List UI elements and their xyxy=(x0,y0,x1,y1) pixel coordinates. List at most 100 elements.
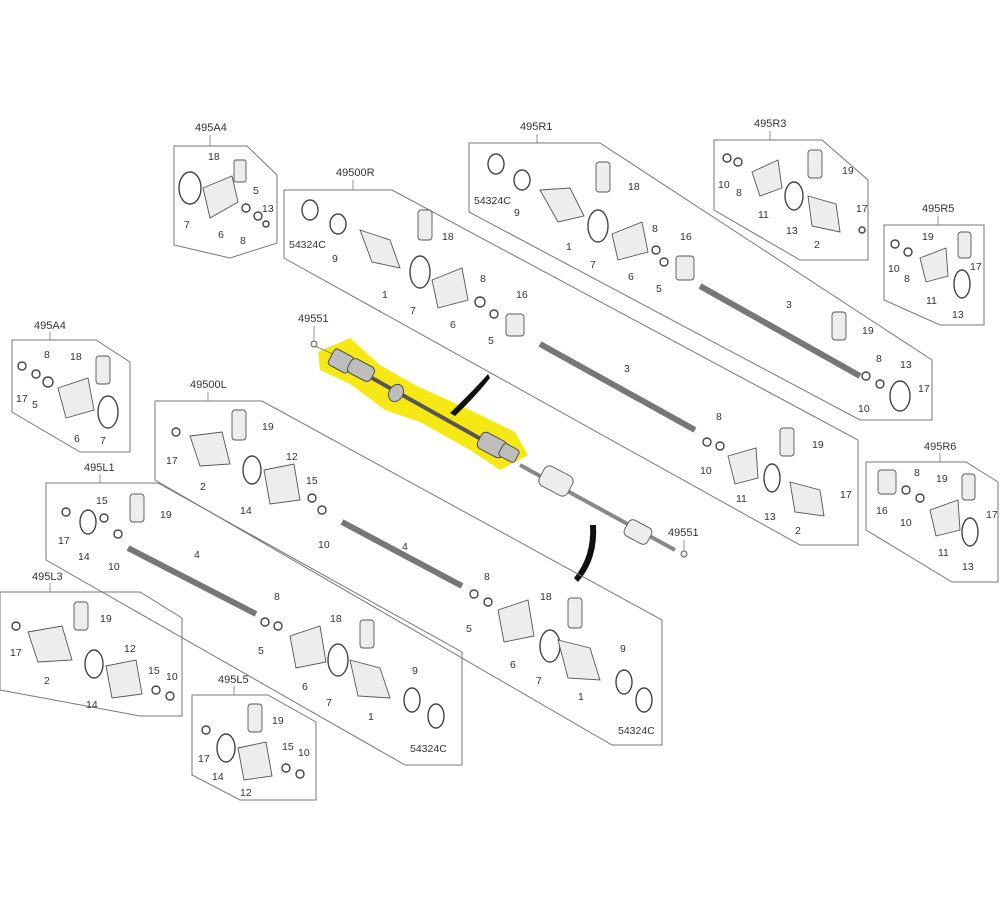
callout-label: 10 xyxy=(900,517,912,529)
callout-label: 7 xyxy=(184,219,190,231)
group-panel xyxy=(0,591,183,717)
group-495R3[interactable]: 495R3 10 8 19 11 13 2 17 xyxy=(713,118,869,261)
group-495L3[interactable]: 495L3 19 17 2 12 14 15 10 xyxy=(0,571,183,717)
callout-label: 18 xyxy=(330,613,342,625)
part-boot xyxy=(431,267,469,309)
part-grease xyxy=(417,209,433,241)
callout-label: 17 xyxy=(970,261,982,273)
group-495R6[interactable]: 495R6 16 8 19 10 11 13 17 xyxy=(865,441,999,583)
callout-label: 8 xyxy=(44,349,50,361)
group-49500R[interactable]: 49500R 54324C 9 1 18 7 6 8 5 16 3 8 10 1… xyxy=(283,167,859,546)
callout-label: 13 xyxy=(262,203,274,215)
callout-label: 1 xyxy=(578,691,584,703)
callout-label: 6 xyxy=(628,271,634,283)
callout-code: 49551 xyxy=(298,313,329,325)
highlighted-drive-shaft[interactable] xyxy=(314,338,528,470)
complete-shaft-assembly[interactable] xyxy=(519,463,688,558)
group-code: 495A4 xyxy=(34,320,66,332)
callout-label: 13 xyxy=(786,225,798,237)
callout-label: 54324C xyxy=(618,725,655,737)
callout-label: 19 xyxy=(160,509,172,521)
callout-label: 1 xyxy=(368,711,374,723)
callout-label: 19 xyxy=(100,613,112,625)
group-495R1[interactable]: 495R1 54324C 9 18 1 7 6 8 5 16 3 19 8 10… xyxy=(468,121,933,421)
callout-label: 14 xyxy=(86,699,98,711)
pointer-arrow-upper xyxy=(450,374,490,416)
callout-label: 15 xyxy=(306,475,318,487)
damper xyxy=(388,383,404,403)
group-panel xyxy=(154,400,663,746)
callout-label: 6 xyxy=(218,229,224,241)
callout-code: 49551 xyxy=(668,527,699,539)
callout-label: 11 xyxy=(926,295,937,307)
callout-label: 18 xyxy=(628,181,640,193)
group-panel xyxy=(45,482,463,766)
callout-label: 6 xyxy=(302,681,308,693)
callout-label: 16 xyxy=(516,289,528,301)
callout-label: 18 xyxy=(540,591,552,603)
callout-label: 1 xyxy=(382,289,388,301)
group-495A4-top[interactable]: 495A4 18 5 7 6 8 13 xyxy=(173,122,278,259)
callout-label: 2 xyxy=(44,675,50,687)
callout-label: 19 xyxy=(812,439,824,451)
callout-49551-upper[interactable]: 49551 xyxy=(298,313,329,348)
callout-label: 16 xyxy=(680,231,692,243)
callout-label: 13 xyxy=(900,359,912,371)
callout-label: 8 xyxy=(484,571,490,583)
callout-label: 13 xyxy=(952,309,964,321)
callout-label: 10 xyxy=(700,465,712,477)
callout-label: 14 xyxy=(240,505,252,517)
callout-label: 2 xyxy=(814,239,820,251)
callout-label: 11 xyxy=(736,493,747,505)
group-code: 495R5 xyxy=(922,203,954,215)
callout-label: 15 xyxy=(96,495,108,507)
callout-label: 5 xyxy=(253,185,259,197)
callout-label: 10 xyxy=(318,539,330,551)
callout-label: 8 xyxy=(904,273,910,285)
callout-label: 8 xyxy=(274,591,280,603)
group-code: 495L3 xyxy=(32,571,63,583)
callout-label: 10 xyxy=(108,561,120,573)
callout-label: 10 xyxy=(858,403,870,415)
group-49500L[interactable]: 49500L 19 17 2 12 15 14 10 4 8 5 18 6 7 … xyxy=(154,379,663,746)
group-495R5[interactable]: 495R5 19 10 8 11 13 17 xyxy=(883,203,985,326)
callout-label: 5 xyxy=(258,645,264,657)
callout-label: 14 xyxy=(78,551,90,563)
group-panel xyxy=(865,461,999,583)
boot-left xyxy=(347,358,375,382)
group-code: 495R6 xyxy=(924,441,956,453)
callout-label: 12 xyxy=(124,643,136,655)
shaft-stub-left xyxy=(314,345,336,356)
callout-label: 54324C xyxy=(474,195,511,207)
group-495L5[interactable]: 495L5 19 17 15 10 14 12 xyxy=(191,674,317,801)
callout-label: 1 xyxy=(566,241,572,253)
group-495L1[interactable]: 495L1 17 15 19 14 10 4 8 5 18 6 7 1 9 54… xyxy=(45,462,463,766)
group-panel xyxy=(283,189,859,546)
callout-label: 11 xyxy=(758,209,769,221)
callout-label: 13 xyxy=(962,561,974,573)
callout-label: 4 xyxy=(194,549,200,561)
callout-label: 17 xyxy=(986,509,998,521)
callout-label: 8 xyxy=(480,273,486,285)
callout-label: 18 xyxy=(208,151,220,163)
callout-label: 16 xyxy=(876,505,888,517)
group-495A4-left[interactable]: 495A4 8 18 17 5 6 7 xyxy=(11,320,131,453)
callout-label: 8 xyxy=(736,187,742,199)
callout-49551-lower[interactable]: 49551 xyxy=(668,527,699,550)
callout-label: 6 xyxy=(450,319,456,331)
callout-label: 18 xyxy=(70,351,82,363)
callout-label: 19 xyxy=(936,473,948,485)
callout-label: 7 xyxy=(536,675,542,687)
group-panel xyxy=(11,339,131,453)
group-code: 49500L xyxy=(190,379,227,391)
callout-label: 14 xyxy=(212,771,224,783)
part-outer-joint xyxy=(789,481,825,517)
inner-boot xyxy=(538,465,574,497)
callout-label: 19 xyxy=(922,231,934,243)
part-joint xyxy=(359,229,401,269)
callout-label: 5 xyxy=(656,283,662,295)
pointer-arrow-lower xyxy=(574,525,597,582)
callout-label: 6 xyxy=(74,433,80,445)
callout-label: 19 xyxy=(862,325,874,337)
